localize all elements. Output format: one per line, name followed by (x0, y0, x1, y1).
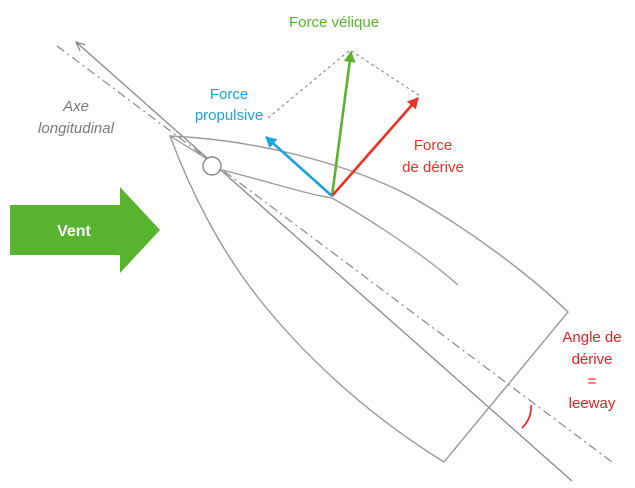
force-propulsive-arrow (265, 136, 333, 197)
boom-curve (331, 197, 459, 286)
hull-outline (168, 135, 569, 463)
wind-arrow-shape (10, 187, 160, 273)
force-propulsive-label-line1: Force (210, 86, 248, 103)
leeway-angle-arc (521, 404, 532, 429)
sail-curve (221, 169, 333, 199)
force-derive-label-line1: Force (414, 137, 452, 154)
angle-derive-label-line4: leeway (569, 395, 616, 412)
force-velique-label: Force vélique (289, 14, 379, 31)
angle-derive-label-line3: = (588, 373, 597, 390)
forestay-line (169, 135, 213, 163)
course-line (76, 42, 573, 482)
force-parallelogram (267, 49, 421, 119)
force-derive-label-line2: de dérive (402, 159, 464, 176)
force-velique-arrow (330, 51, 356, 197)
force-propulsive-label-line2: propulsive (195, 107, 263, 124)
axe-longitudinal-label-line2: longitudinal (38, 120, 115, 137)
wind-label: Vent (57, 223, 91, 240)
angle-derive-label-line2: dérive (572, 351, 613, 368)
mast-circle (202, 156, 222, 176)
longitudinal-axis-line (56, 45, 613, 463)
angle-derive-label-line1: Angle de (562, 329, 621, 346)
force-derive-arrow (331, 97, 419, 197)
axe-longitudinal-label-line1: Axe (62, 98, 89, 115)
